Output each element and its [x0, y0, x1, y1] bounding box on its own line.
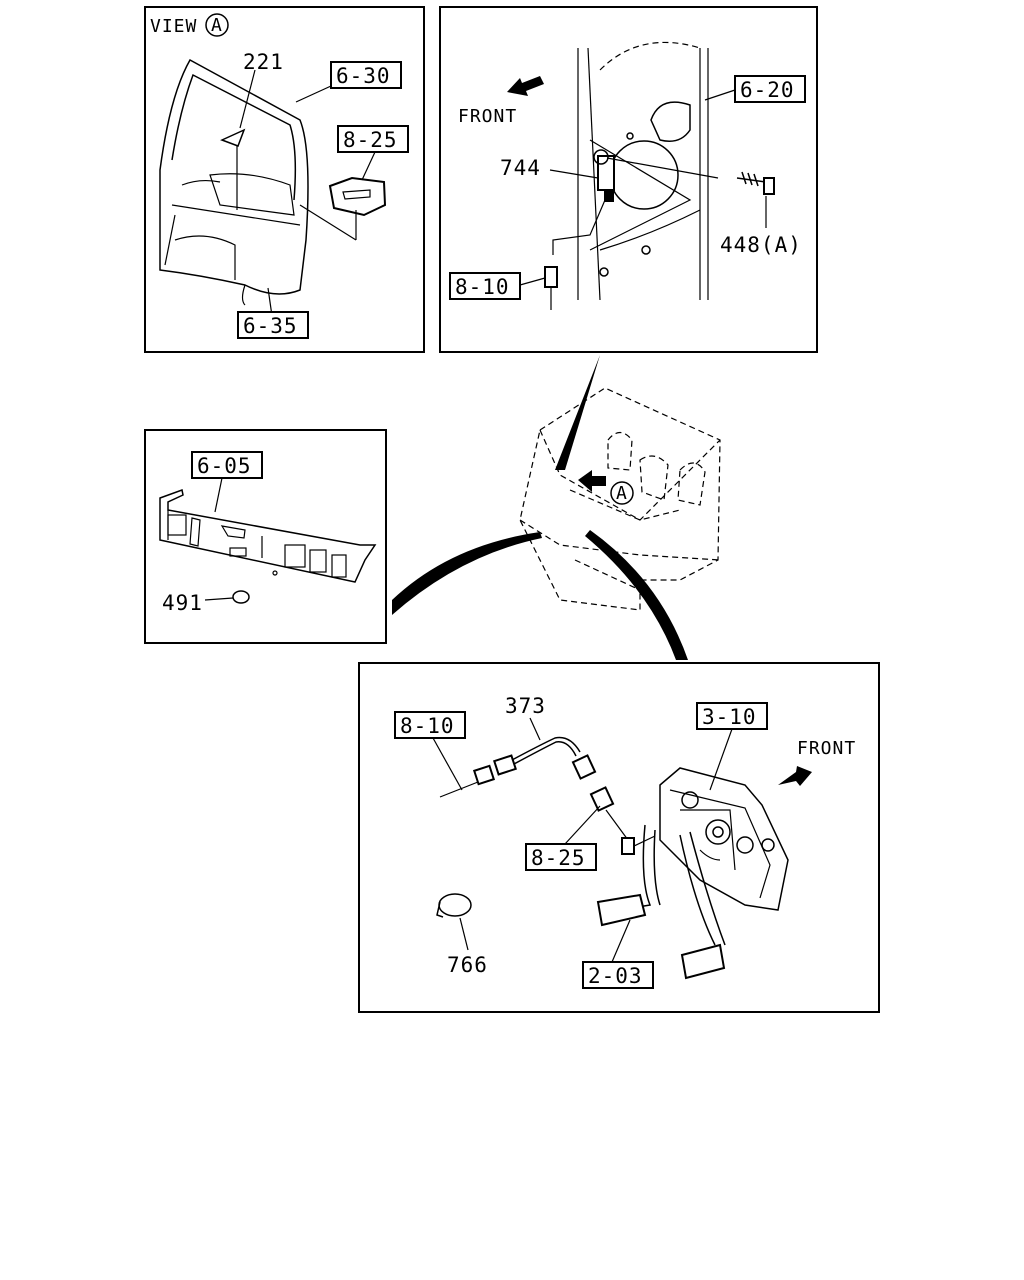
ref-box-8-25	[337, 125, 409, 153]
view-marker-letter: A	[211, 15, 223, 36]
view-label: VIEW	[150, 16, 197, 37]
leader-wedge-lid	[392, 532, 542, 615]
part-744: 744	[500, 156, 541, 180]
ref-8-25-pedal: 8-25	[531, 846, 586, 870]
grommet-491	[232, 590, 250, 604]
panel-door: FRONT	[439, 6, 818, 353]
cab-marker-letter: A	[616, 483, 628, 504]
view-marker-circle	[205, 13, 229, 37]
part-373: 373	[505, 694, 546, 718]
lid-illustration	[159, 488, 377, 583]
ref-6-30: 6-30	[336, 64, 391, 88]
panel-view-a: VIEW A 221 6-30 8-25 6-	[144, 6, 425, 353]
part-221: 221	[243, 50, 284, 74]
ref-box-6-05	[191, 451, 263, 479]
front-label-door: FRONT	[458, 106, 517, 127]
screw-448	[736, 171, 775, 195]
ref-box-2-03	[582, 961, 654, 989]
cab-marker-circle	[610, 481, 634, 505]
front-arrow-pedal: FRONT	[778, 738, 856, 786]
ref-8-25: 8-25	[343, 128, 398, 152]
ref-box-8-10-door	[449, 272, 521, 300]
ref-2-03: 2-03	[588, 964, 643, 988]
front-label-pedal: FRONT	[797, 738, 856, 759]
ref-6-35: 6-35	[243, 314, 298, 338]
ref-6-20: 6-20	[740, 78, 795, 102]
leader-wedge-pedal	[585, 530, 688, 660]
ref-box-8-10-pedal	[394, 711, 466, 739]
door-illustration	[519, 41, 775, 310]
ref-6-05: 6-05	[197, 454, 252, 478]
cab-overview: A	[392, 355, 721, 660]
part-448: 448(A)	[720, 233, 802, 257]
ref-box-8-25-pedal	[525, 843, 597, 871]
harness-illustration	[439, 736, 656, 855]
panel-lid: 6-05 491	[144, 429, 387, 644]
ref-8-10-door: 8-10	[455, 275, 510, 299]
ref-box-3-10	[696, 702, 768, 730]
panel-pedal: 8-10 373 3-10 FRONT	[358, 662, 880, 1013]
part-766: 766	[447, 953, 488, 977]
ref-box-6-20	[734, 75, 806, 103]
clamp-766	[436, 893, 472, 918]
ref-8-10-pedal: 8-10	[400, 714, 455, 738]
leader-wedge-view	[555, 355, 600, 470]
ref-box-6-35	[237, 311, 309, 339]
dashboard-illustration	[159, 58, 387, 317]
front-arrow-door: FRONT	[458, 76, 544, 127]
ref-box-6-30	[330, 61, 402, 89]
part-491: 491	[162, 591, 203, 615]
pedal-assembly-illustration	[596, 767, 789, 980]
ref-3-10: 3-10	[702, 705, 757, 729]
